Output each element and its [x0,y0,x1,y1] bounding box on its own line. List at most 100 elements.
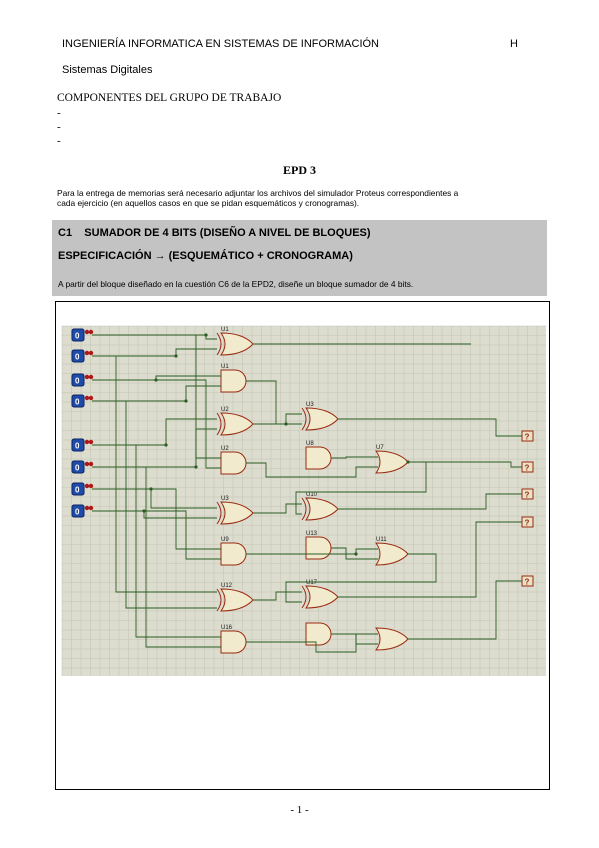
logic-input-icon [71,460,85,474]
wire [253,413,302,425]
page-number: - 1 - [290,804,309,816]
wire-junction [184,399,188,403]
xor-gate-icon [220,588,254,612]
gate-label: U1 [221,327,229,333]
probe-dot [88,350,94,356]
wire [246,633,378,653]
wire [92,348,217,357]
logic-input-icon [71,328,85,342]
xor-gate-icon [305,497,339,521]
probe-dot [84,329,90,335]
gate-label: U3 [221,496,229,502]
group-member-2: - [57,121,61,133]
gate-label: U2 [221,446,229,452]
logic-input-icon [71,482,85,496]
document-title: EPD 3 [283,163,316,177]
wire [92,400,217,609]
output-label: ? [525,433,530,442]
gate-label: U8 [306,441,314,447]
and-gate-icon [220,542,247,566]
and-gate-icon [305,536,332,560]
wire-junction [354,552,358,556]
output-label: ? [525,578,530,587]
probe-dot [88,461,94,467]
wire [246,462,378,478]
wire [92,466,221,648]
group-member-1: - [57,107,61,119]
wire [92,385,221,402]
output-label: ? [525,491,530,500]
probe-dot [84,374,90,380]
or-gate-icon [375,627,409,651]
input-label: 0 [75,442,80,451]
wire-junction [164,443,168,447]
and-gate-icon [305,622,332,646]
or-gate-icon [375,542,409,566]
probe-dot [84,505,90,511]
exercise-statement: A partir del bloque diseñado en la cuest… [58,279,414,289]
gate-label: U1 [221,364,229,370]
subject-name: Sistemas Digitales [62,64,153,76]
wire [295,461,427,515]
wire-junction [194,465,198,469]
probe-dot [84,439,90,445]
wire-junction [149,487,153,491]
group-member-3: - [57,135,61,147]
institution-header: INGENIERÍA INFORMATICA EN SISTEMAS DE IN… [62,38,379,50]
gate-label: U7 [376,445,384,451]
output-label: ? [525,519,530,528]
intro-line-2: cada ejercicio (en aquellos casos en que… [57,198,360,208]
exercise-heading: C1 SUMADOR DE 4 BITS (DISEÑO A NIVEL DE … [58,227,371,239]
wire-junction [204,333,208,337]
xor-gate-icon [305,407,339,431]
wire [92,488,221,550]
wire [92,355,217,593]
wire [92,334,221,459]
probe-dot [88,329,94,335]
probe-dot [84,461,90,467]
xor-gate-arc [301,407,307,431]
gate-label: U12 [221,583,233,589]
wire [331,547,378,560]
or-gate-icon [375,450,409,474]
wire-junction [142,509,146,513]
wire [331,456,378,459]
wire [253,591,302,601]
probe-dot [88,505,94,511]
wire [92,379,221,469]
xor-gate-icon [220,412,254,436]
wire [246,548,378,555]
xor-gate-arc [216,332,222,356]
gate-label: U10 [306,492,318,498]
xor-gate-icon [305,585,339,609]
xor-gate-arc [301,585,307,609]
input-label: 0 [75,464,80,473]
input-label: 0 [75,508,80,517]
logic-input-icon [71,394,85,408]
exercise-title: SUMADOR DE 4 BITS (DISEÑO A NIVEL DE BLO… [84,227,371,239]
wire [246,380,302,425]
input-label: 0 [75,377,80,386]
wire-junction [154,378,158,382]
wire [408,580,522,640]
wire [285,553,437,603]
gate-label: U3 [306,402,314,408]
exercise-number: C1 [58,227,73,239]
wire [338,418,522,437]
wire [253,503,302,514]
gate-label: U9 [221,537,229,543]
logic-input-icon [71,349,85,363]
wire [92,444,221,638]
xor-gate-icon [220,501,254,525]
wire [408,461,522,468]
wire-junction [174,354,178,358]
probe-dot [84,483,90,489]
probe-dot [88,439,94,445]
wire [92,510,221,560]
logic-input-icon [71,373,85,387]
xor-gate-arc [216,501,222,525]
and-gate-icon [220,451,247,475]
xor-gate-arc [216,412,222,436]
logic-input-icon [71,504,85,518]
